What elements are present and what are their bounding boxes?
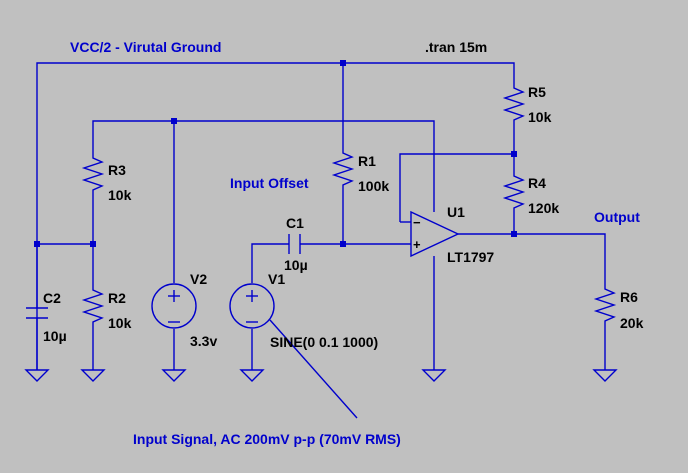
- c2-value: 10µ: [43, 328, 67, 344]
- v2-value: 3.3v: [190, 333, 217, 349]
- v1-name: V1: [268, 271, 285, 287]
- input-offset-label: Input Offset: [230, 175, 309, 191]
- junction-node: [340, 241, 346, 247]
- u1-value: LT1797: [447, 249, 494, 265]
- wire-c1-v1: [251, 243, 289, 283]
- ground-icon: [24, 369, 50, 382]
- r5-name: R5: [528, 84, 546, 100]
- r6-value: 20k: [620, 315, 644, 331]
- voltage-source-v2[interactable]: [151, 283, 197, 329]
- r5-value: 10k: [528, 109, 552, 125]
- wire-output: [458, 233, 606, 281]
- junction-node: [340, 60, 346, 66]
- u1-name: U1: [447, 204, 465, 220]
- junction-node: [34, 241, 40, 247]
- resistor-r4[interactable]: [502, 168, 526, 213]
- wires: [36, 62, 606, 370]
- opamp-plus-pin: +: [413, 237, 421, 252]
- c1-name: C1: [286, 215, 304, 231]
- r3-value: 10k: [108, 187, 132, 203]
- annotation-leader: [269, 319, 358, 419]
- r2-value: 10k: [108, 315, 132, 331]
- ground-icon: [161, 369, 187, 382]
- input-signal-note: Input Signal, AC 200mV p-p (70mV RMS): [133, 431, 401, 447]
- ground-icon: [80, 369, 106, 382]
- c1-value: 10µ: [284, 257, 308, 273]
- ground-icon: [239, 369, 265, 382]
- opamp-minus-pin: −: [413, 215, 421, 230]
- r2-name: R2: [108, 290, 126, 306]
- resistor-r6[interactable]: [593, 281, 617, 339]
- r3-name: R3: [108, 162, 126, 178]
- capacitor-c2[interactable]: [26, 307, 48, 370]
- r1-value: 100k: [358, 178, 389, 194]
- ground-icon: [592, 369, 618, 382]
- resistor-r5[interactable]: [502, 80, 526, 125]
- resistor-r1[interactable]: [331, 145, 355, 203]
- v1-value: SINE(0 0.1 1000): [270, 334, 378, 350]
- r4-value: 120k: [528, 200, 559, 216]
- junction-node: [511, 151, 517, 157]
- junction-node: [511, 231, 517, 237]
- output-net-label: Output: [594, 209, 640, 225]
- ground-icon: [421, 369, 447, 382]
- r1-name: R1: [358, 153, 376, 169]
- r6-name: R6: [620, 289, 638, 305]
- junction-node: [171, 118, 177, 124]
- capacitor-c1[interactable]: [288, 234, 301, 254]
- c2-name: C2: [43, 290, 61, 306]
- wire-vcc2-bus: [36, 62, 515, 370]
- opamp-u1[interactable]: − +: [400, 210, 460, 258]
- voltage-source-v1[interactable]: [229, 283, 275, 329]
- resistor-r3[interactable]: [81, 150, 105, 208]
- wire-3v3-rail: [92, 120, 435, 212]
- junction-node: [90, 241, 96, 247]
- tran-directive[interactable]: .tran 15m: [425, 39, 487, 55]
- resistor-r2[interactable]: [81, 282, 105, 340]
- ground-symbols: [24, 369, 618, 382]
- junctions: [34, 60, 517, 247]
- r4-name: R4: [528, 175, 546, 191]
- wire-feedback: [399, 153, 514, 222]
- vcc2-net-label: VCC/2 - Virutal Ground: [70, 39, 221, 55]
- v2-name: V2: [190, 271, 207, 287]
